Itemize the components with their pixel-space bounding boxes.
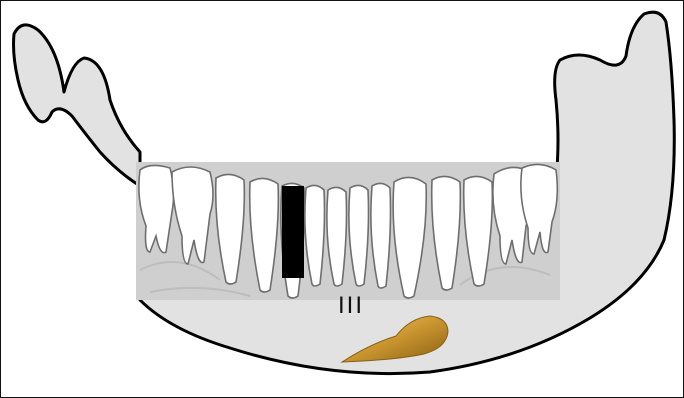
redacted-tooth	[282, 186, 304, 278]
zone-label: III	[338, 292, 364, 320]
dental-panorama	[136, 162, 560, 300]
